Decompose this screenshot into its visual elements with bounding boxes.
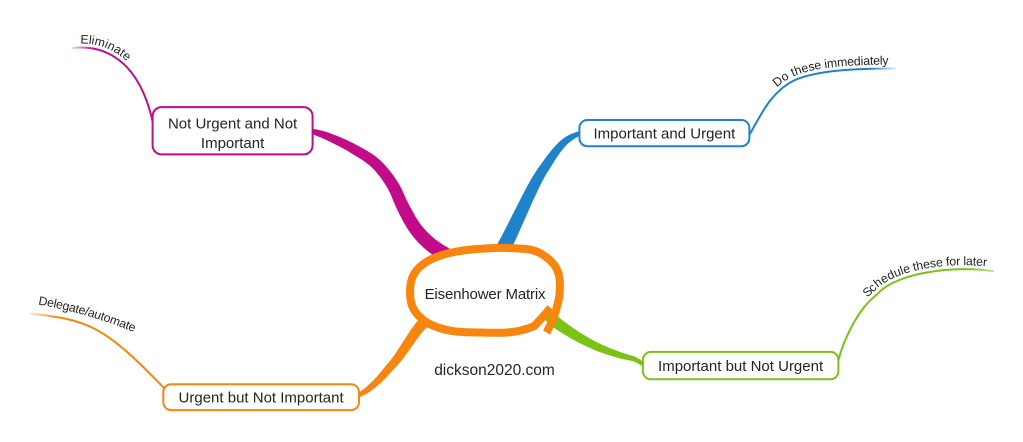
svg-text:Not Urgent and Not: Not Urgent and Not (168, 115, 298, 132)
svg-text:Important and Urgent: Important and Urgent (594, 125, 737, 142)
svg-text:Eisenhower Matrix: Eisenhower Matrix (425, 286, 546, 303)
svg-text:Delegate/automate: Delegate/automate (37, 294, 138, 335)
svg-text:Important but Not Urgent: Important but Not Urgent (658, 358, 824, 375)
svg-text:Important: Important (201, 135, 265, 152)
svg-text:Urgent but Not Important: Urgent but Not Important (179, 389, 345, 406)
svg-text:dickson2020.com: dickson2020.com (434, 362, 555, 379)
